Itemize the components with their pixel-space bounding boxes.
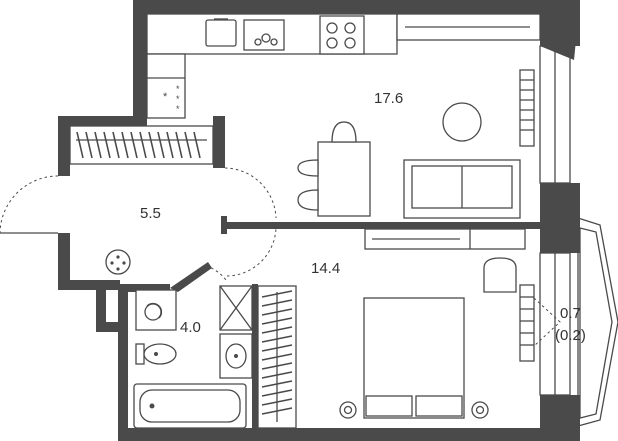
hanger [261,290,293,298]
hanger [166,131,174,159]
windows [539,45,571,396]
svg-text:*: * [163,91,168,103]
wardrobe-icon [69,125,214,165]
hanger [121,131,129,159]
hanger [184,131,192,159]
sofa-icon [403,159,521,219]
hanger [103,131,111,159]
nightstand-right-icon [471,401,489,419]
hanger [193,131,201,159]
bath-fixtures [135,289,177,331]
svg-text:*: * [176,94,180,104]
nightstand-left-icon [339,401,357,419]
hallway-area: 5.5 [140,205,161,222]
hanger [261,317,293,325]
washbasin-icon [219,285,253,379]
bed-icon [363,297,465,419]
hanger [94,131,102,159]
hanger [261,362,293,370]
balcony-door [533,297,561,347]
walls [58,0,580,441]
balcony-area: 0.7 [560,305,581,322]
bathroom-area: 4.0 [180,319,201,336]
hanger [157,131,165,159]
hanger [261,353,293,361]
balcony [577,217,618,427]
hanger [261,407,293,415]
bedroom-hangers [261,290,293,415]
bedroom-area: 14.4 [311,260,340,277]
fan-icon [144,302,163,321]
svg-text:*: * [176,104,180,114]
hanger [85,131,93,159]
fridge-icon: * * * * [147,77,185,114]
bathtub-icon [133,383,247,429]
hanger [261,398,293,406]
toilet-icon [135,343,177,365]
kitchen-sink-icon [205,18,237,47]
hanger [175,131,183,159]
hanger [261,308,293,316]
wardrobe-hangers [76,131,201,159]
hanger [261,344,293,352]
shelf-icon [364,228,526,250]
kitchen-living-area: 17.6 [374,90,403,107]
hanger [139,131,147,159]
hanger [261,299,293,307]
hanger [261,371,293,379]
hanger [261,389,293,397]
washing-machine-icon [105,249,131,275]
hanger [261,335,293,343]
armchair-icon [483,257,517,293]
hanger [112,131,120,159]
hanger [148,131,156,159]
coffee-table-icon [442,102,482,142]
dishwasher-icon [243,19,285,51]
table-icon [297,121,371,217]
doors [0,167,277,281]
hanger [130,131,138,159]
radiator-icon [519,69,535,147]
svg-text:*: * [176,84,180,94]
gas-hob-icon [319,15,365,55]
hanger [76,131,84,159]
hanger [261,380,293,388]
balcony-area-reduced: (0.2) [555,327,586,344]
hanger [261,326,293,334]
bedroom-radiator-icon [519,284,535,362]
